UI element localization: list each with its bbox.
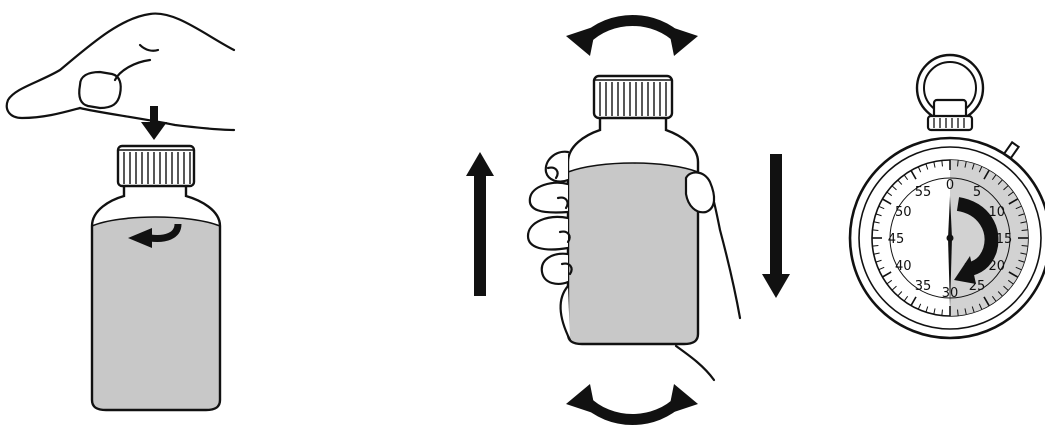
bottle-icon	[568, 76, 698, 344]
hand-icon	[7, 14, 234, 130]
dial-number: 0	[946, 178, 954, 193]
dial-number: 5	[973, 185, 981, 200]
down-arrow-icon	[762, 154, 790, 298]
dial-tick	[958, 310, 959, 316]
down-arrow-icon	[141, 106, 167, 140]
dial-tick	[942, 310, 943, 316]
curved-arrow-icon	[566, 21, 698, 57]
dial-tick	[872, 230, 878, 231]
dial-number: 50	[895, 205, 912, 220]
stopwatch-icon: 0510152025303540455055	[850, 55, 1045, 338]
dial-tick	[958, 160, 959, 166]
bottle-icon	[92, 146, 220, 410]
dial-tick	[942, 160, 943, 166]
curved-arrow-icon	[566, 384, 698, 420]
panel-invert-and-shake	[466, 21, 790, 420]
panel-press-turn-open	[7, 14, 234, 410]
dial-tick	[872, 246, 878, 247]
dial-tick	[1022, 230, 1028, 231]
up-arrow-icon	[466, 152, 494, 296]
dial-tick	[1022, 246, 1028, 247]
